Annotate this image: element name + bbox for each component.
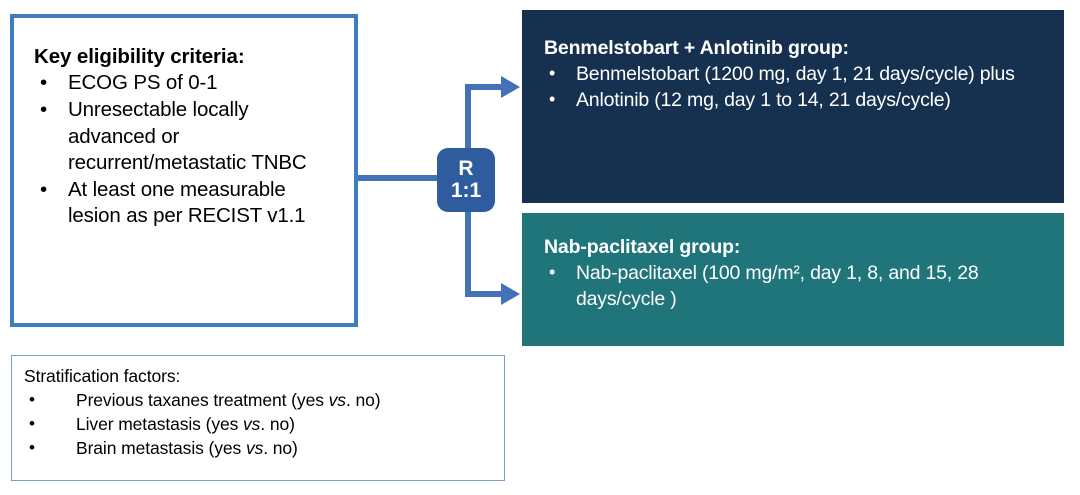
- arrowhead-icon-top: [501, 76, 520, 98]
- eligibility-list: • ECOG PS of 0-1 • Unresectable locally …: [34, 70, 340, 230]
- eligibility-item-text: At least one measurable lesion as per RE…: [68, 177, 306, 228]
- bullet-icon: •: [40, 71, 48, 95]
- bullet-icon: •: [40, 97, 48, 121]
- bullet-icon: •: [549, 88, 556, 109]
- list-item: • At least one measurable lesion as per …: [34, 177, 340, 230]
- arm-regimen-text: Anlotinib (12 mg, day 1 to 14, 21 days/c…: [576, 88, 951, 111]
- eligibility-title: Key eligibility criteria:: [34, 45, 245, 68]
- stratification-item-italic: vs: [328, 390, 346, 411]
- treatment-arm-benmelstobart-anlotinib: Benmelstobart + Anlotinib group: • Benme…: [522, 10, 1064, 203]
- bullet-icon: •: [29, 390, 35, 410]
- randomization-badge: R 1:1: [437, 148, 495, 212]
- list-item: • Benmelstobart (1200 mg, day 1, 21 days…: [544, 61, 1048, 87]
- arm-regimen-list: • Benmelstobart (1200 mg, day 1, 21 days…: [544, 61, 1048, 113]
- connector-stem-horizontal: [358, 175, 442, 181]
- bullet-icon: •: [29, 438, 35, 458]
- arm-regimen-list: • Nab-paclitaxel (100 mg/m², day 1, 8, a…: [544, 260, 1048, 312]
- bullet-icon: •: [549, 261, 556, 282]
- stratification-item-post: . no): [345, 390, 381, 411]
- arm-title: Benmelstobart + Anlotinib group:: [544, 37, 849, 59]
- stratification-title: Stratification factors:: [24, 366, 181, 386]
- list-item: • Unresectable locally advanced or recur…: [34, 97, 340, 177]
- eligibility-item-text: Unresectable locally advanced or recurre…: [68, 97, 307, 175]
- stratification-item-italic: vs: [245, 438, 264, 459]
- list-item: • ECOG PS of 0-1: [34, 70, 340, 97]
- eligibility-item-text: ECOG PS of 0-1: [68, 71, 218, 95]
- bullet-icon: •: [29, 414, 35, 434]
- stratification-item-post: . no): [263, 438, 298, 459]
- stratification-list: • Previous taxanes treatment (yes vs. no…: [24, 388, 496, 460]
- list-item: • Previous taxanes treatment (yes vs. no…: [24, 388, 496, 412]
- stratification-item-italic: vs: [243, 414, 261, 435]
- arm-title: Nab-paclitaxel group:: [544, 236, 741, 258]
- connector-branch-top: [465, 84, 503, 90]
- treatment-arm-nab-paclitaxel: Nab-paclitaxel group: • Nab-paclitaxel (…: [522, 213, 1064, 346]
- bullet-icon: •: [549, 62, 556, 83]
- list-item: • Anlotinib (12 mg, day 1 to 14, 21 days…: [544, 87, 1048, 113]
- list-item: • Brain metastasis (yes vs. no): [24, 436, 496, 460]
- connector-branch-bottom: [465, 291, 503, 297]
- randomization-letter: R: [458, 156, 474, 180]
- stratification-item-pre: Liver metastasis (yes: [76, 414, 244, 435]
- arm-regimen-text: Benmelstobart (1200 mg, day 1, 21 days/c…: [576, 62, 1015, 85]
- randomization-ratio: 1:1: [450, 179, 482, 202]
- eligibility-criteria-box: Key eligibility criteria: • ECOG PS of 0…: [10, 14, 358, 327]
- bullet-icon: •: [40, 177, 48, 201]
- list-item: • Liver metastasis (yes vs. no): [24, 412, 496, 436]
- arrowhead-icon-bottom: [501, 283, 520, 305]
- stratification-factors-box: Stratification factors: • Previous taxan…: [11, 355, 505, 481]
- arm-regimen-text: Nab-paclitaxel (100 mg/m², day 1, 8, and…: [576, 261, 979, 310]
- stratification-item-pre: Previous taxanes treatment (yes: [76, 390, 329, 411]
- stratification-item-pre: Brain metastasis (yes: [76, 438, 246, 459]
- list-item: • Nab-paclitaxel (100 mg/m², day 1, 8, a…: [544, 260, 1048, 312]
- stratification-item-post: . no): [260, 414, 295, 435]
